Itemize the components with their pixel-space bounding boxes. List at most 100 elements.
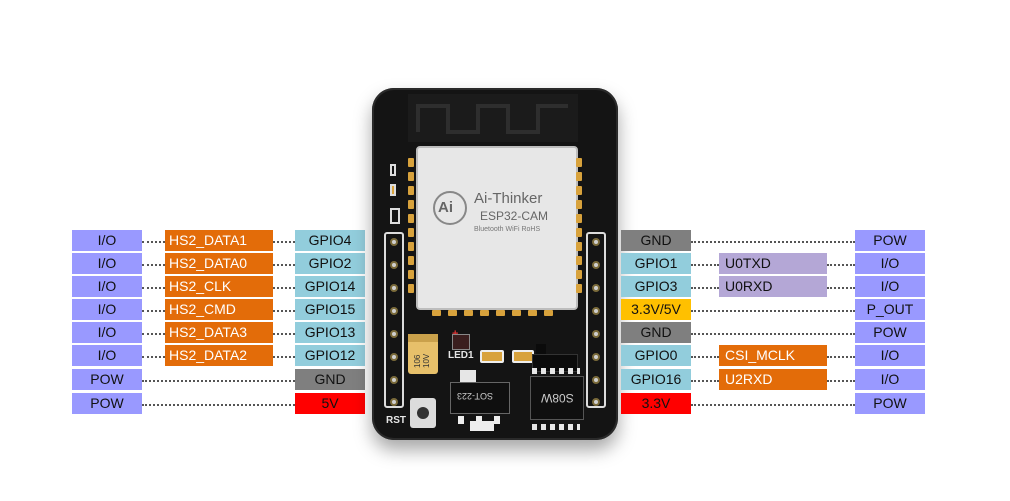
left-pow-label: POW bbox=[72, 393, 142, 414]
left-gnd-label: GND bbox=[295, 369, 365, 390]
connector-line bbox=[142, 287, 165, 289]
left-pin-label: GPIO15 bbox=[295, 299, 365, 320]
module-pad bbox=[480, 310, 489, 316]
module-pad bbox=[408, 172, 414, 181]
connector-line bbox=[691, 333, 855, 335]
connector-line bbox=[827, 287, 855, 289]
left-func-label: HS2_CLK bbox=[165, 276, 273, 297]
connector-line bbox=[273, 333, 295, 335]
left-io-label: I/O bbox=[72, 253, 142, 274]
module-pad bbox=[576, 228, 582, 237]
model-text: ESP32-CAM bbox=[480, 209, 549, 223]
right-func-label: U0RXD bbox=[719, 276, 827, 297]
header-pin bbox=[592, 238, 600, 246]
left-pin-label: GPIO4 bbox=[295, 230, 365, 251]
left-io-label: I/O bbox=[72, 276, 142, 297]
regulator-pin bbox=[458, 416, 464, 424]
left-func-label: HS2_DATA2 bbox=[165, 345, 273, 366]
right-io-label: I/O bbox=[855, 253, 925, 274]
left-pin-label: GPIO2 bbox=[295, 253, 365, 274]
smd-component bbox=[390, 164, 396, 176]
module-pad bbox=[408, 228, 414, 237]
right-func-label: U2RXD bbox=[719, 369, 827, 390]
right-pin-label: GPIO16 bbox=[621, 369, 691, 390]
rst-label: RST bbox=[386, 415, 406, 426]
module-pad bbox=[464, 310, 473, 316]
module-pad bbox=[448, 310, 457, 316]
smd-component bbox=[390, 208, 400, 224]
left-pin-header bbox=[384, 232, 404, 408]
connector-line bbox=[691, 356, 719, 358]
right-io-label: I/O bbox=[855, 345, 925, 366]
smd-component bbox=[390, 184, 396, 196]
module-pad bbox=[576, 256, 582, 265]
module-pad bbox=[408, 214, 414, 223]
module-pad bbox=[408, 256, 414, 265]
right-gnd-label: GND bbox=[621, 322, 691, 343]
flash-label: S08W bbox=[541, 391, 574, 405]
header-pin bbox=[390, 398, 398, 406]
left-func-label: HS2_DATA3 bbox=[165, 322, 273, 343]
module-pad bbox=[576, 200, 582, 209]
connector-line bbox=[827, 264, 855, 266]
logo-text: Ai bbox=[438, 199, 453, 216]
connector-line bbox=[142, 310, 165, 312]
left-pin-label: GPIO14 bbox=[295, 276, 365, 297]
left-io-label: I/O bbox=[72, 345, 142, 366]
right-power-out-label: 3.3V/5V bbox=[621, 299, 691, 320]
connector-line bbox=[273, 264, 295, 266]
right-func-label: U0TXD bbox=[719, 253, 827, 274]
connector-line bbox=[827, 356, 855, 358]
connector-line bbox=[142, 241, 165, 243]
smd-resistor bbox=[480, 350, 504, 363]
module-pad bbox=[576, 158, 582, 167]
module-pad bbox=[408, 270, 414, 279]
flash-chip: S08W bbox=[530, 376, 584, 420]
left-io-label: I/O bbox=[72, 230, 142, 251]
reset-button[interactable] bbox=[410, 398, 436, 428]
left-io-label: I/O bbox=[72, 322, 142, 343]
connector-line bbox=[142, 264, 165, 266]
connector-line bbox=[142, 380, 295, 382]
connector-line bbox=[142, 356, 165, 358]
connector-line bbox=[691, 241, 855, 243]
module-pad bbox=[576, 186, 582, 195]
voltage-regulator: SOT-223 bbox=[450, 382, 510, 414]
header-pin bbox=[390, 353, 398, 361]
header-pin bbox=[390, 238, 398, 246]
right-gnd-label: GND bbox=[621, 230, 691, 251]
capacitor-marking: 106 10V bbox=[413, 353, 431, 368]
flash-pins bbox=[532, 368, 580, 374]
header-pin bbox=[592, 376, 600, 384]
module-pad bbox=[576, 214, 582, 223]
left-io-label: I/O bbox=[72, 299, 142, 320]
connector-line bbox=[273, 310, 295, 312]
header-pin bbox=[390, 376, 398, 384]
left-func-label: HS2_CMD bbox=[165, 299, 273, 320]
header-pin bbox=[592, 398, 600, 406]
right-3v3-label: 3.3V bbox=[621, 393, 691, 414]
connector-line bbox=[142, 333, 165, 335]
flash-pins bbox=[532, 424, 580, 430]
regulator-tab bbox=[460, 370, 476, 382]
connector-line bbox=[273, 356, 295, 358]
module-pad bbox=[528, 310, 537, 316]
header-pin bbox=[592, 261, 600, 269]
header-pin bbox=[390, 307, 398, 315]
module-pad bbox=[576, 172, 582, 181]
header-pin bbox=[592, 307, 600, 315]
brand-text: Ai-Thinker bbox=[474, 190, 543, 207]
pcb-antenna-icon bbox=[408, 94, 578, 142]
capacitor-stripe bbox=[408, 334, 438, 342]
module-pad bbox=[496, 310, 505, 316]
connector-line bbox=[691, 264, 719, 266]
regulator-pin bbox=[476, 416, 482, 424]
right-pin-label: GPIO3 bbox=[621, 276, 691, 297]
connector-line bbox=[691, 287, 719, 289]
connector-line bbox=[273, 287, 295, 289]
smd-resistor bbox=[512, 350, 534, 363]
right-io-label: I/O bbox=[855, 276, 925, 297]
connector-line bbox=[827, 380, 855, 382]
module-pad bbox=[576, 270, 582, 279]
smd-component bbox=[536, 344, 546, 354]
